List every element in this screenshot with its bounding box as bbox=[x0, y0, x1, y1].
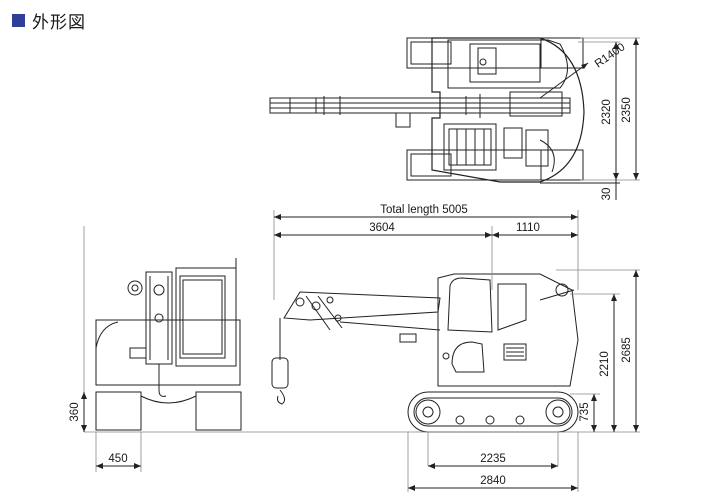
dim-label-450: 450 bbox=[108, 453, 127, 465]
top-view-lower-track bbox=[406, 149, 584, 181]
top-view bbox=[269, 37, 640, 200]
front-view-right-track bbox=[195, 391, 242, 431]
side-view-hook-block bbox=[271, 357, 289, 389]
dim-label-2350: 2350 bbox=[621, 97, 633, 123]
section-header: 外形図 bbox=[12, 9, 86, 33]
dim-label-2235: 2235 bbox=[480, 453, 506, 465]
front-view-left-track bbox=[95, 391, 142, 431]
dim-label-radius: R1400 bbox=[593, 41, 628, 70]
dim-label-1110: 1110 bbox=[516, 222, 540, 234]
dim-label-2840: 2840 bbox=[480, 475, 506, 487]
section-title: 外形図 bbox=[32, 12, 86, 33]
dim-label-3604: 3604 bbox=[369, 222, 395, 234]
dim-label-360: 360 bbox=[69, 402, 81, 421]
front-view bbox=[81, 226, 242, 472]
top-view-engine-grille bbox=[443, 123, 497, 171]
side-view-cab-window bbox=[447, 277, 493, 333]
side-view-boom bbox=[283, 291, 441, 321]
side-view-upper-body bbox=[437, 273, 579, 387]
dim-label-30: 30 bbox=[601, 188, 613, 201]
side-view bbox=[240, 210, 640, 492]
dim-label-735: 735 bbox=[579, 402, 591, 421]
dim-label-2210: 2210 bbox=[599, 351, 611, 377]
dim-label-2685: 2685 bbox=[621, 337, 633, 363]
front-view-cab bbox=[175, 267, 237, 367]
dim-label-2320: 2320 bbox=[601, 99, 613, 125]
dim-label-total-length: Total length 5005 bbox=[380, 204, 468, 216]
bullet-square-icon bbox=[12, 13, 25, 27]
